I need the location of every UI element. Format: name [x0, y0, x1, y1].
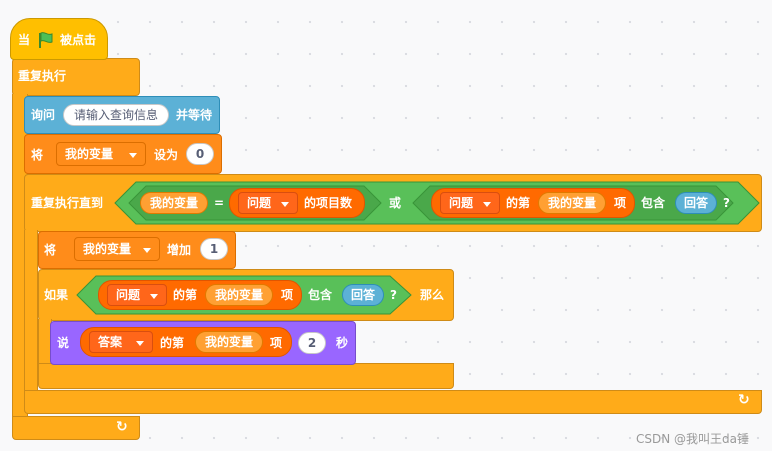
change-value-input[interactable]: 1: [200, 238, 228, 260]
repeat-until-bottom-arm: [24, 390, 762, 414]
clicked-label: 被点击: [60, 33, 97, 47]
repeat-until-list-dropdown[interactable]: 问题: [238, 192, 298, 214]
say-secs-input[interactable]: 2: [298, 332, 326, 354]
set-value-input[interactable]: 0: [186, 143, 214, 165]
change-variable-dropdown[interactable]: 我的变量: [74, 237, 160, 261]
repeat-until-loop-arrow-icon: ↻: [738, 392, 750, 408]
contains-label-2: 包含: [308, 288, 333, 302]
repeat-until-left-variable[interactable]: 我的变量: [140, 192, 208, 214]
forever-loop-arrow-icon: ↻: [116, 419, 128, 435]
question-mark-2: ?: [390, 288, 397, 302]
answer-reporter-2[interactable]: 回答: [342, 284, 384, 306]
repeat-until-label: 重复执行直到: [31, 196, 104, 210]
ask-prompt-input[interactable]: 请输入查询信息: [63, 104, 169, 126]
chevron-down-icon: [143, 248, 151, 253]
item-label-3: 项: [270, 336, 283, 350]
ask-wait-label: 并等待: [176, 108, 213, 122]
contains-label-1: 包含: [641, 196, 666, 210]
chevron-down-icon: [129, 153, 137, 158]
if-label: 如果: [44, 288, 69, 302]
when-label: 当: [18, 33, 31, 47]
if-bottom-arm: [38, 363, 454, 389]
item-label-1: 项: [614, 196, 627, 210]
change-label: 将: [44, 243, 57, 257]
or-label: 或: [389, 196, 402, 210]
green-flag-icon: [39, 32, 53, 48]
item-index-variable-1[interactable]: 我的变量: [538, 192, 606, 214]
chevron-down-icon: [483, 202, 491, 207]
answer-reporter-1[interactable]: 回答: [675, 192, 717, 214]
length-of-label: 的项目数: [304, 196, 353, 210]
chevron-down-icon: [281, 202, 289, 207]
item-of-label-1: 的第: [506, 196, 531, 210]
question-mark-1: ?: [723, 196, 730, 210]
if-list-dropdown[interactable]: 问题: [107, 284, 167, 306]
item-index-variable-2[interactable]: 我的变量: [205, 284, 273, 306]
when-flag-clicked-block[interactable]: [10, 18, 108, 60]
set-variable-dropdown[interactable]: 我的变量: [56, 142, 146, 166]
say-label: 说: [57, 336, 70, 350]
watermark: CSDN @我叫王da锤: [636, 432, 749, 446]
secs-label: 秒: [336, 336, 349, 350]
say-list-dropdown[interactable]: 答案: [89, 331, 153, 353]
item-index-variable-3[interactable]: 我的变量: [195, 331, 263, 353]
forever-label: 重复执行: [18, 69, 67, 83]
repeat-until-list2-dropdown[interactable]: 问题: [440, 192, 500, 214]
repeat-until-left-arm: [24, 230, 38, 392]
item-label-2: 项: [281, 288, 294, 302]
set-label: 将: [31, 148, 44, 162]
ask-label: 询问: [31, 108, 56, 122]
change-by-label: 增加: [167, 243, 192, 257]
item-of-label-2: 的第: [173, 288, 198, 302]
set-to-label: 设为: [154, 148, 179, 162]
item-of-label-3: 的第: [160, 336, 185, 350]
chevron-down-icon: [136, 341, 144, 346]
chevron-down-icon: [150, 294, 158, 299]
equals-sign: =: [214, 196, 225, 210]
forever-bottom-arm: [12, 416, 140, 440]
then-label: 那么: [420, 288, 445, 302]
